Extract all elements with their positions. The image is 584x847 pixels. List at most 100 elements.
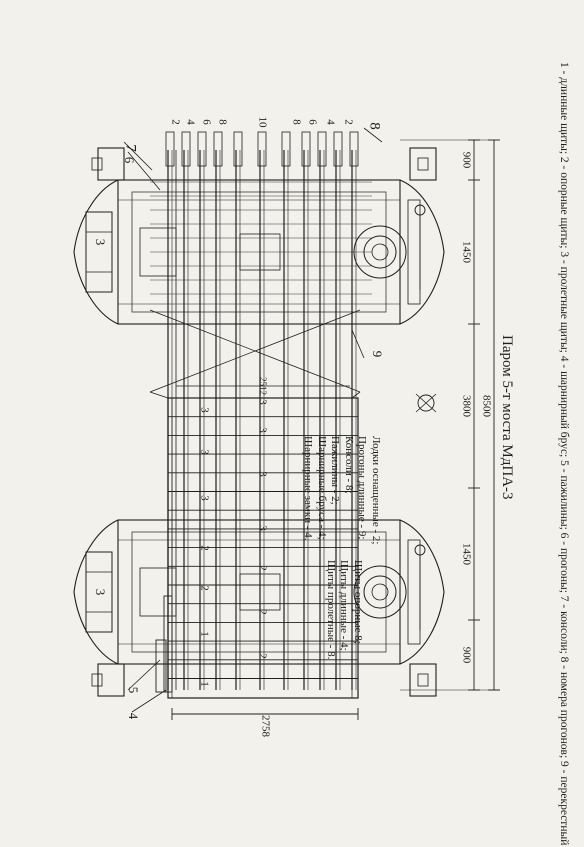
boat-coil bbox=[371, 583, 389, 601]
dimension-total: 8500 bbox=[480, 395, 492, 418]
callout-leader bbox=[351, 329, 365, 359]
girder-number: 6 bbox=[306, 119, 318, 125]
legend-left: Лодки оснащенные - 2; Прогоны длинные - … bbox=[301, 436, 383, 545]
drawing-line bbox=[415, 393, 437, 413]
callout-number: 5 bbox=[126, 687, 141, 694]
girder-end bbox=[281, 131, 291, 167]
boat-winch bbox=[85, 551, 113, 633]
hinged-bar bbox=[155, 639, 167, 693]
legend-item: Прогоны длинные - 9; bbox=[356, 436, 369, 540]
legend-item: Щиты пролетные - 8. bbox=[325, 560, 337, 660]
panel-label: 3 bbox=[198, 495, 210, 501]
boat-coil bbox=[363, 575, 397, 609]
panel-label: 2 bbox=[198, 545, 210, 551]
girder-end bbox=[233, 131, 243, 167]
drawing-caption: 1 - длинные щиты; 2 - опорные щиты; 3 - … bbox=[558, 62, 570, 847]
boat-deck bbox=[131, 191, 387, 313]
callout-leader bbox=[127, 151, 161, 191]
cross-rope bbox=[149, 391, 361, 399]
callout-leader bbox=[123, 141, 153, 171]
boat-end-block bbox=[91, 157, 103, 171]
girder-number: 8 bbox=[290, 119, 302, 125]
boat-hatch bbox=[139, 567, 177, 617]
legend-right: Щиты опорные 8; Щиты длинные - 4; Щиты п… bbox=[324, 560, 364, 660]
callout-number: 9 bbox=[370, 351, 385, 358]
girder-end bbox=[257, 131, 267, 167]
boat-deck bbox=[131, 531, 387, 653]
boat-winch bbox=[85, 211, 113, 293]
callout-leader bbox=[363, 127, 383, 143]
hinged-bar bbox=[163, 595, 173, 693]
girder-end bbox=[333, 131, 343, 167]
boat-end-cap bbox=[409, 663, 437, 697]
girder-end bbox=[197, 131, 207, 167]
boat-end-cap bbox=[97, 147, 125, 181]
boat-end-cap bbox=[97, 663, 125, 697]
panel-label: 3 bbox=[93, 239, 108, 246]
boat-hull bbox=[399, 519, 445, 665]
legend-item: Шарнирные бруса - 4; bbox=[316, 436, 328, 540]
panel-label: 1 bbox=[198, 631, 210, 637]
boat-end-block bbox=[91, 673, 103, 687]
dimension-value: 1450 bbox=[460, 241, 472, 264]
boat-hull bbox=[73, 519, 119, 665]
legend-item: Лодки оснащенные - 2; bbox=[370, 436, 382, 545]
girder-end bbox=[301, 131, 311, 167]
dimension-value: 900 bbox=[460, 647, 472, 664]
panel-label: 2 bbox=[198, 585, 210, 591]
panel-label: 3 bbox=[256, 471, 268, 477]
dimension-value: 900 bbox=[460, 152, 472, 169]
dimension-value: 1450 bbox=[460, 543, 472, 566]
callout-leader bbox=[131, 689, 167, 713]
dimension-width: 2758 bbox=[259, 715, 271, 738]
girder-number: 6 bbox=[200, 119, 212, 125]
girder-end bbox=[213, 131, 223, 167]
dimension-value: 3800 bbox=[460, 395, 472, 418]
panel-label: 1 bbox=[198, 681, 210, 687]
panel-label: 3 bbox=[256, 525, 268, 531]
panel-label: 2 bbox=[256, 609, 268, 615]
legend-item: Пажилины - 2; bbox=[329, 436, 342, 505]
legend-item: Шарнирные замки - 4. bbox=[302, 436, 315, 541]
panel-label: 3 bbox=[198, 407, 210, 413]
boat-outline bbox=[117, 179, 401, 325]
girder-end bbox=[317, 131, 327, 167]
girder-number: 4 bbox=[324, 119, 336, 125]
girder-number: 4 bbox=[184, 119, 196, 125]
boat-hull bbox=[399, 179, 445, 325]
dimension-width: 2512 bbox=[258, 377, 268, 395]
boat-end-block bbox=[417, 157, 429, 171]
panel-label: 2 bbox=[256, 653, 268, 659]
boat-outline bbox=[117, 519, 401, 665]
figure-symbol bbox=[417, 394, 435, 412]
panel-label: 3 bbox=[256, 399, 268, 405]
legend-item: Консоли - 8; bbox=[343, 436, 355, 494]
girder-number: 10 bbox=[256, 117, 268, 129]
panel-label: 2 bbox=[256, 565, 268, 571]
cross-rope bbox=[149, 309, 361, 393]
girder-number: 2 bbox=[342, 119, 354, 125]
drawing-title: Паром 5-т моста МдПА-3 bbox=[499, 335, 515, 500]
callout-number: 8 bbox=[367, 122, 383, 130]
girder-end bbox=[165, 131, 175, 167]
legend-item: Щиты опорные 8; bbox=[352, 560, 364, 644]
girder-number: 8 bbox=[216, 119, 228, 125]
girder-end bbox=[349, 131, 359, 167]
boat-rail bbox=[407, 539, 421, 645]
callout-number: 4 bbox=[126, 713, 141, 720]
boat-end-cap bbox=[409, 147, 437, 181]
girder-end bbox=[181, 131, 191, 167]
callout-number: 6 bbox=[122, 157, 137, 164]
legend-item: Щиты длинные - 4; bbox=[338, 560, 351, 651]
callout-leader bbox=[127, 659, 161, 691]
boat-coil bbox=[353, 565, 407, 619]
boat-end-block bbox=[417, 673, 429, 687]
panel-label: 3 bbox=[198, 449, 210, 455]
boat-rail bbox=[407, 199, 421, 305]
panel-label: 3 bbox=[256, 427, 268, 433]
boat-hull bbox=[73, 179, 119, 325]
panel-label: 3 bbox=[93, 589, 108, 596]
callout-number: 7 bbox=[123, 144, 139, 152]
